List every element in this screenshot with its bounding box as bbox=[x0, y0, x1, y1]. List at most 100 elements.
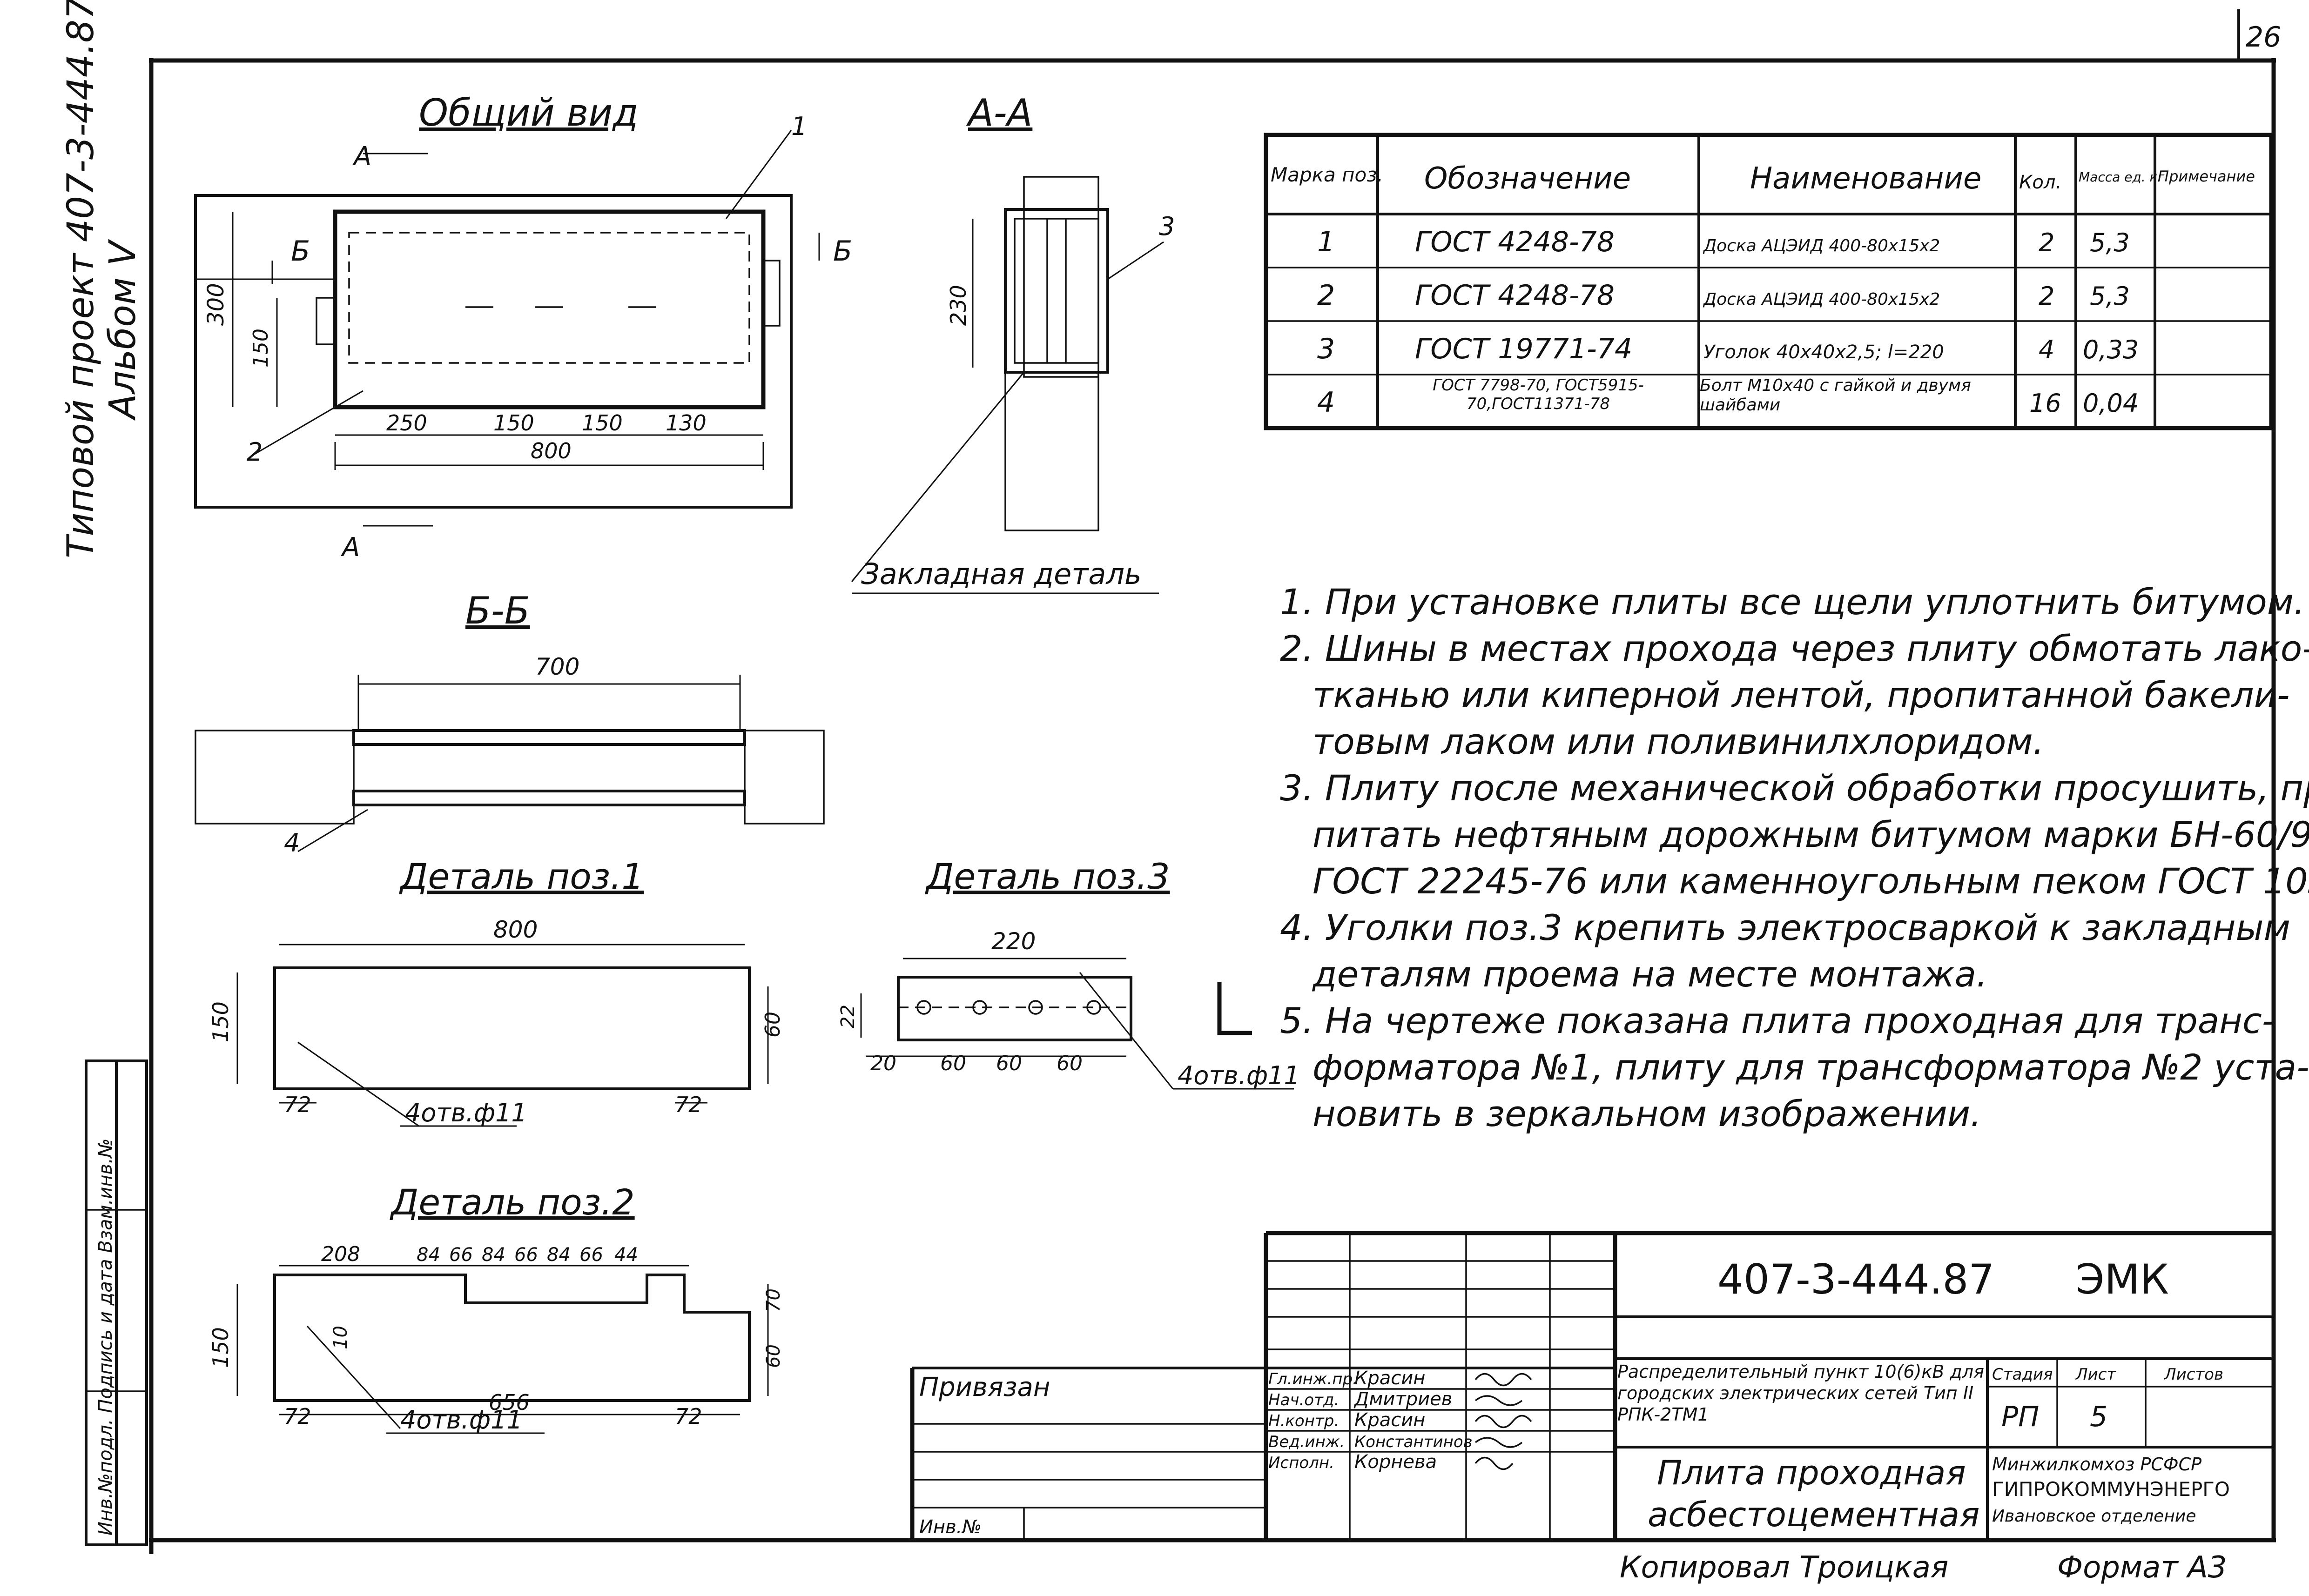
d2-dim-84a: 84 bbox=[417, 1244, 440, 1266]
org-line-1: Минжилкомхоз РСФСР bbox=[1992, 1454, 2201, 1475]
spec-r3-mark: 3 bbox=[1317, 333, 1335, 365]
d3-dim-22: 22 bbox=[837, 1005, 859, 1028]
person-name: Красин bbox=[1354, 1409, 1425, 1431]
spec-table-header: Марка поз. Обозначение Наименование Кол.… bbox=[1271, 161, 2255, 196]
spec-r4-name-box: Болт М10х40 с гайкой и двумя шайбами bbox=[1700, 376, 1971, 415]
d3-dim-60a: 60 bbox=[940, 1052, 966, 1075]
d2-dim-72b: 72 bbox=[675, 1404, 702, 1429]
spec-r3-qty: 4 bbox=[2039, 335, 2054, 364]
d2-holes: 4отв.ф11 bbox=[400, 1405, 523, 1435]
stage-value: РП bbox=[2001, 1401, 2039, 1433]
d2-dim-66b: 66 bbox=[514, 1244, 538, 1266]
general-view: Общий вид 300 150 250 150 150 130 800 1 … bbox=[194, 91, 852, 563]
d2-dim-208: 208 bbox=[321, 1242, 360, 1266]
section-aa: А-А 230 3 bbox=[851, 91, 1175, 582]
role-label: Гл.инж.пр. bbox=[1268, 1370, 1358, 1388]
person-name: Корнева bbox=[1354, 1451, 1437, 1473]
copied-by: Копировал Троицкая bbox=[1620, 1550, 1948, 1585]
gv-dim-250: 250 bbox=[386, 410, 427, 436]
gv-dim-300: 300 bbox=[203, 283, 229, 326]
note-line: питать нефтяным дорожным битумом марки Б… bbox=[1313, 814, 2309, 855]
sheet-value: 5 bbox=[2090, 1401, 2107, 1433]
detail-pos2: Деталь поз.2 208 84 66 84 66 84 66 44 15… bbox=[208, 1181, 784, 1435]
note-line: тканью или киперной лентой, пропитанной … bbox=[1313, 674, 2289, 716]
d1-dim-150: 150 bbox=[208, 1001, 233, 1042]
spec-r1-qty: 2 bbox=[2039, 228, 2054, 257]
linked-label: Привязан bbox=[919, 1372, 1050, 1402]
d3-holes: 4отв.ф11 bbox=[1178, 1061, 1300, 1090]
spec-r4-mass: 0,04 bbox=[2083, 389, 2139, 418]
gv-pos-1: 1 bbox=[791, 112, 807, 141]
note-line: 4. Уголки поз.3 крепить электросваркой к… bbox=[1280, 907, 2290, 948]
d1-holes: 4отв.ф11 bbox=[405, 1098, 527, 1127]
role-label: Вед.инж. bbox=[1268, 1433, 1345, 1451]
page-number: 26 bbox=[2246, 21, 2281, 54]
note-line: товым лаком или поливинилхлоридом. bbox=[1313, 721, 2044, 762]
note-line: новить в зеркальном изображении. bbox=[1313, 1093, 1981, 1134]
d3-dim-60c: 60 bbox=[1057, 1052, 1083, 1075]
spec-r4-mark: 4 bbox=[1317, 386, 1335, 419]
gv-dim-150a: 150 bbox=[493, 410, 534, 436]
spec-col-mass: Масса ед. кг bbox=[2079, 169, 2164, 185]
d3-dim-20: 20 bbox=[870, 1052, 896, 1075]
gv-pos-2: 2 bbox=[247, 437, 263, 467]
person-name: Дмитриев bbox=[1353, 1388, 1452, 1410]
note-line: 3. Плиту после механической обработки пр… bbox=[1280, 767, 2309, 809]
role-label: Нач.отд. bbox=[1268, 1391, 1339, 1409]
sheet-frame bbox=[149, 9, 2276, 1554]
signatures: Гл.инж.пр. Нач.отд. Н.контр. Вед.инж. Ис… bbox=[1268, 1368, 1532, 1473]
title-block bbox=[910, 1231, 2274, 1540]
d2-dim-10: 10 bbox=[330, 1326, 351, 1349]
role-label: Исполн. bbox=[1268, 1454, 1334, 1472]
d1-dim-60: 60 bbox=[761, 1012, 785, 1038]
detail-pos1: Деталь поз.1 800 150 60 72 72 4отв.ф11 bbox=[208, 856, 785, 1127]
person-name: Константинов bbox=[1354, 1433, 1473, 1451]
note-line: деталям проема на месте монтажа. bbox=[1312, 953, 1987, 995]
d2-dim-70: 70 bbox=[763, 1288, 784, 1312]
spec-r3-name: Уголок 40х40х2,5; l=220 bbox=[1703, 342, 1944, 363]
spec-col-designation: Обозначение bbox=[1424, 161, 1631, 196]
d2-dim-84c: 84 bbox=[547, 1244, 571, 1266]
side-stamp-album: Альбом V bbox=[102, 239, 144, 421]
section-bb-title: Б-Б bbox=[465, 589, 530, 632]
gv-dim-150: 150 bbox=[249, 329, 273, 368]
embedded-part-label: Закладная деталь bbox=[852, 557, 1159, 594]
side-stamp-project: Типовой проект 407-3-444.87 bbox=[60, 0, 102, 558]
sheet-title-2: асбестоцементная bbox=[1648, 1495, 1979, 1534]
spec-col-mark: Марка поз. bbox=[1271, 163, 1383, 186]
spec-table-row: 3 ГОСТ 19771-74 Уголок 40х40х2,5; l=220 … bbox=[1317, 333, 2139, 365]
d2-dim-72a: 72 bbox=[284, 1404, 311, 1429]
detail3-title: Деталь поз.3 bbox=[925, 856, 1170, 897]
spec-r4-designation-box: ГОСТ 7798-70, ГОСТ5915-70,ГОСТ11371-78 bbox=[1433, 376, 1644, 413]
spec-r1-mark: 1 bbox=[1317, 226, 1335, 258]
d1-dim-800: 800 bbox=[493, 916, 538, 943]
bb-dim-700: 700 bbox=[535, 653, 579, 680]
inv-no-label: Инв.№ bbox=[919, 1516, 982, 1538]
d2-dim-44: 44 bbox=[614, 1244, 638, 1266]
spec-r2-mass: 5,3 bbox=[2090, 282, 2130, 311]
detail-pos3: Деталь поз.3 220 22 20 60 60 60 4отв.ф11 bbox=[837, 856, 1300, 1090]
section-aa-title: А-А bbox=[966, 91, 1032, 134]
person-name: Красин bbox=[1354, 1368, 1425, 1389]
embedded-part-text: Закладная деталь bbox=[861, 557, 1142, 591]
gv-mark-b-left: Б bbox=[291, 235, 310, 268]
gv-mark-b-right: Б bbox=[833, 235, 852, 268]
spec-r2-qty: 2 bbox=[2039, 282, 2054, 311]
spec-col-note: Примечание bbox=[2158, 168, 2255, 185]
spec-r4-qty: 16 bbox=[2029, 389, 2061, 418]
spec-r1-designation: ГОСТ 4248-78 bbox=[1415, 226, 1615, 258]
note-line: 2. Шины в местах прохода через плиту обм… bbox=[1280, 628, 2309, 669]
section-bb: Б-Б 700 4 bbox=[195, 589, 825, 858]
spec-r3-designation: ГОСТ 19771-74 bbox=[1415, 333, 1632, 365]
spec-table-row: 2 ГОСТ 4248-78 Доска АЦЭИД 400-80х15х2 2… bbox=[1317, 279, 2130, 312]
signature-scribble bbox=[1474, 1373, 1532, 1470]
spec-r2-mark: 2 bbox=[1317, 279, 1335, 312]
spec-r3-mass: 0,33 bbox=[2083, 335, 2139, 364]
note-line: 1. При установке плиты все щели уплотнит… bbox=[1280, 581, 2305, 623]
gv-dim-130: 130 bbox=[666, 410, 707, 436]
aa-pos-3: 3 bbox=[1159, 212, 1175, 241]
gv-mark-a-bottom: А bbox=[341, 532, 360, 563]
role-label: Н.контр. bbox=[1268, 1412, 1339, 1430]
gv-dim-150b: 150 bbox=[582, 410, 623, 436]
